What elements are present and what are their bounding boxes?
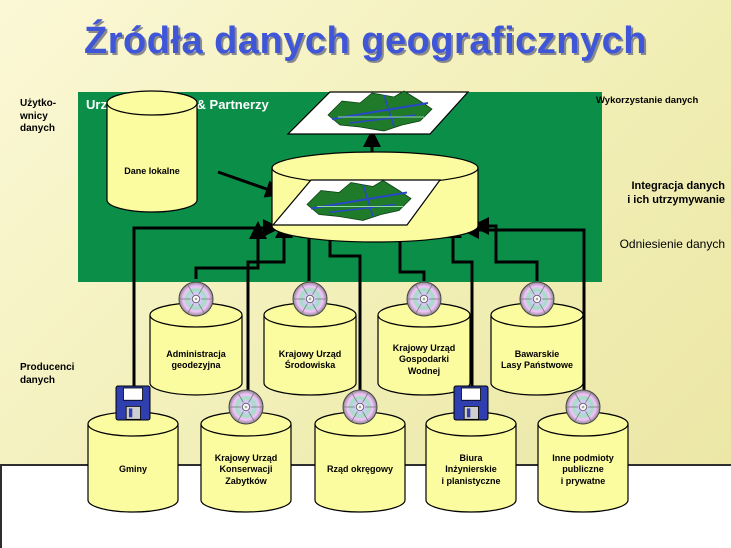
middle-cd-icon-1 [178, 281, 214, 317]
arrow-gospodarka-wodna [391, 220, 426, 281]
arrow-local-to-integration [217, 170, 284, 198]
data-users-label: Użytko- wnicy danych [20, 98, 57, 134]
arrow-lasy [471, 217, 539, 281]
bottom-cd-icon-2 [228, 389, 264, 425]
data-producers-label: Producenci danych [20, 362, 75, 386]
bottom-cylinder-4 [425, 411, 517, 513]
bottom-cylinder-3 [314, 411, 406, 513]
middle-cylinder-4 [490, 302, 584, 396]
diagram-shapes [87, 90, 629, 513]
bottom-cylinder-1 [87, 411, 179, 513]
bottom-cd-icon-3 [342, 389, 378, 425]
local-data-cylinder [106, 90, 198, 213]
bottom-cd-icon-5 [565, 389, 601, 425]
bottom-cylinder-label-2: Krajowy Urząd Konserwacji Zabytków [214, 453, 278, 486]
arrow-zabytki [246, 220, 293, 424]
arrow-inne [461, 221, 586, 424]
integration-map-sheet [271, 179, 442, 226]
bottom-cylinder-label-3: Rząd okręgowy [326, 464, 393, 475]
data-integration-label: Integracja danych i ich utrzymywanie [627, 180, 725, 206]
middle-cylinder-label-3: Krajowy Urząd Gospodarki Wodnej [392, 343, 456, 376]
middle-cd-icon-2 [292, 281, 328, 317]
arrow-biura [444, 220, 474, 424]
arrow-geodezja [194, 221, 267, 279]
bottom-cylinder-label-5: Inne podmioty publiczne i prywatne [552, 453, 614, 486]
arrow-rzad-okregowy [321, 220, 362, 424]
page-title: Źródła danych geograficznych [84, 20, 647, 62]
middle-cd-icon-3 [406, 281, 442, 317]
middle-cylinder-label-2: Krajowy Urząd Środowiska [278, 348, 342, 370]
bottom-floppy-disk-icon-4 [453, 385, 489, 421]
bottom-cylinder-label-4: Biura Inżynierskie i planistyczne [441, 453, 501, 486]
flow-arrows [132, 129, 586, 424]
usage-map-sheet [286, 90, 470, 135]
middle-cylinder-label-4: Bawarskie Lasy Państwowe [500, 348, 574, 370]
data-usage-label: Wykorzystanie danych [596, 95, 699, 106]
middle-cd-icon-4 [519, 281, 555, 317]
bottom-cylinder-label-1: Gminy [118, 464, 147, 475]
data-reference-label: Odniesienie danych [619, 237, 725, 251]
middle-cylinder-label-1: Administracja geodezyjna [166, 348, 226, 370]
arrow-gminy [132, 219, 281, 424]
bottom-floppy-disk-icon-1 [115, 385, 151, 421]
footer-left-border [0, 464, 2, 548]
local-data-label: Dane lokalne [124, 166, 180, 177]
